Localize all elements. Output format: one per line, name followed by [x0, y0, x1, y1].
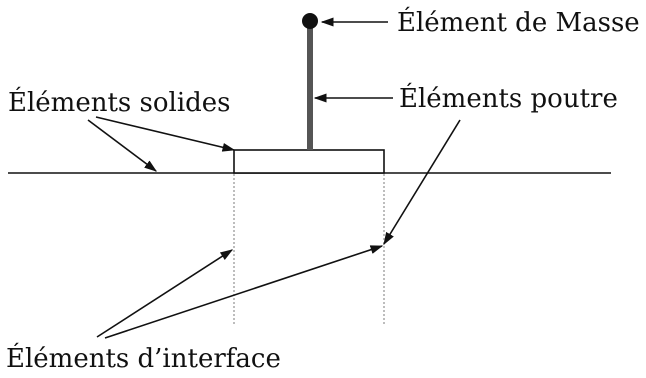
arrow-solid-to-ground — [87, 119, 158, 172]
arrow-interface-right — [104, 245, 384, 339]
arrow-beam-to-interface — [383, 119, 461, 246]
foundation-block — [233, 149, 385, 174]
label-beam-elements: Éléments poutre — [399, 82, 618, 114]
label-solid-elements: Éléments solides — [8, 86, 231, 118]
arrow-interface-left — [96, 249, 234, 338]
arrow-solid-to-block — [95, 116, 236, 152]
mass-element-dot — [302, 13, 318, 29]
label-mass-element: Élément de Masse — [397, 6, 640, 38]
label-interface-elements: Éléments d’interface — [6, 342, 281, 374]
